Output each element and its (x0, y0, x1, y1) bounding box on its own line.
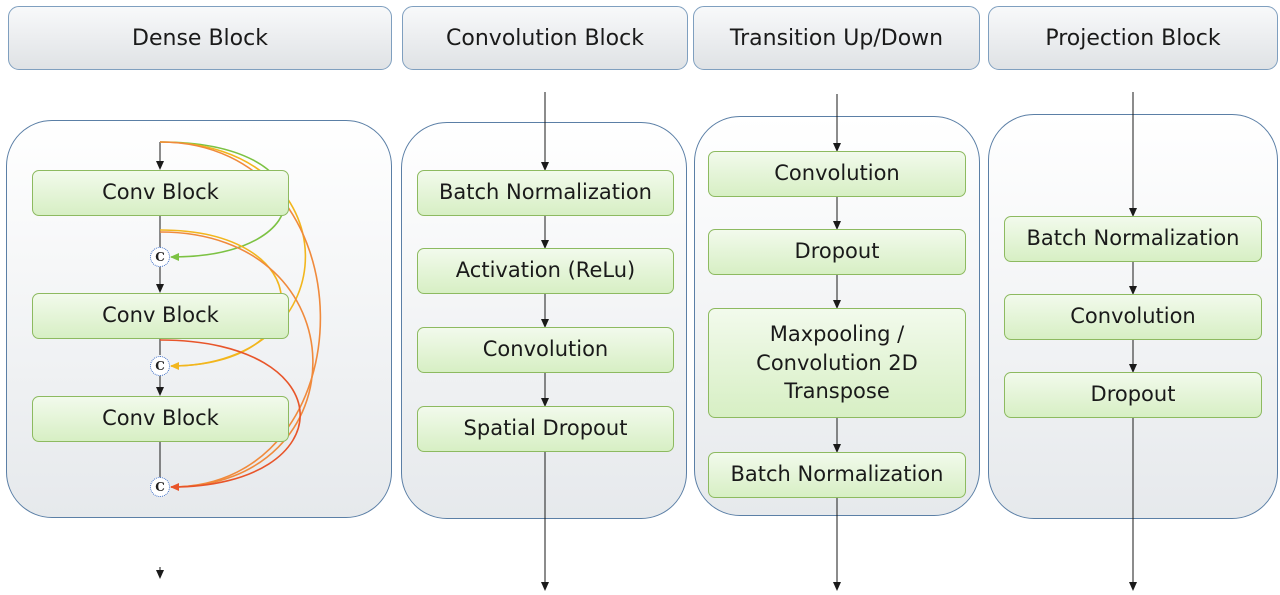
conv-activation-relu: Activation (ReLu) (417, 248, 674, 294)
transition-batch-normalization: Batch Normalization (708, 452, 966, 498)
skip-connection-orange-1 (159, 141, 322, 488)
dense-conv-block-2: Conv Block (32, 293, 289, 339)
skip-connection-red (159, 339, 301, 491)
header-dense-block: Dense Block (8, 6, 392, 70)
transition-dropout: Dropout (708, 229, 966, 275)
dense-conv-block-1: Conv Block (32, 170, 289, 216)
skip-connection-yellow-1 (159, 141, 307, 370)
skip-connection-orange-2 (159, 231, 314, 488)
concat-node-2: C (150, 356, 170, 376)
conv-batch-normalization: Batch Normalization (417, 170, 674, 216)
projection-batch-normalization: Batch Normalization (1004, 216, 1262, 262)
projection-dropout: Dropout (1004, 372, 1262, 418)
header-transition-up-down: Transition Up/Down (693, 6, 980, 70)
projection-convolution: Convolution (1004, 294, 1262, 340)
concat-node-1: C (150, 247, 170, 267)
header-projection-block: Projection Block (988, 6, 1278, 70)
transition-maxpooling-transpose: Maxpooling / Convolution 2D Transpose (708, 308, 966, 418)
transition-convolution: Convolution (708, 151, 966, 197)
dense-conv-block-3: Conv Block (32, 396, 289, 442)
concat-node-3: C (150, 477, 170, 497)
conv-convolution: Convolution (417, 327, 674, 373)
conv-spatial-dropout: Spatial Dropout (417, 406, 674, 452)
header-convolution-block: Convolution Block (402, 6, 688, 70)
